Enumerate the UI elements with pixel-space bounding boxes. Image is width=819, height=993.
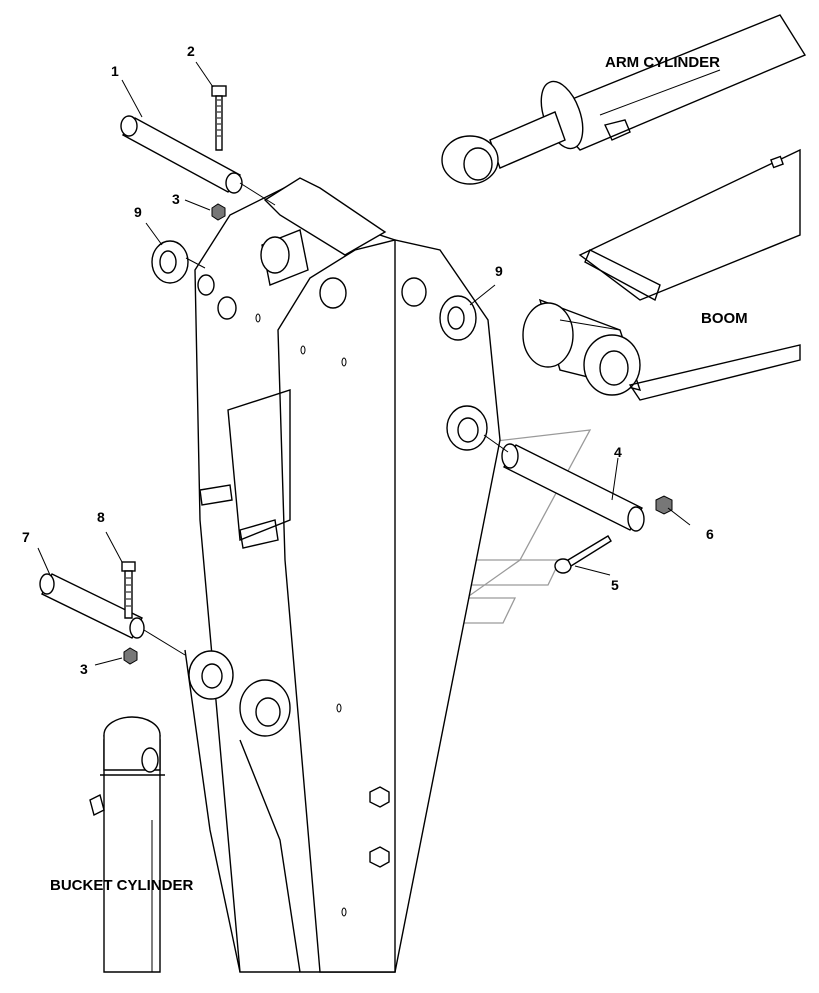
callout-6: 6 <box>706 526 714 542</box>
part-9-washer-left <box>151 240 206 284</box>
part-7-pin <box>39 573 186 656</box>
boom-label: BOOM <box>701 310 748 327</box>
text-labels: ARM CYLINDER BOOM BUCKET CYLINDER <box>50 54 748 894</box>
callout-7: 7 <box>22 529 30 545</box>
arm-structure <box>184 177 501 973</box>
leader-lines <box>37 61 691 666</box>
bucket-cylinder-assembly <box>89 716 165 973</box>
part-3-nut-lower <box>123 647 138 665</box>
callout-3-lower: 3 <box>80 661 88 677</box>
callout-5: 5 <box>611 577 619 593</box>
callout-1: 1 <box>111 63 119 79</box>
part-9-washer-right <box>439 295 477 341</box>
callout-9-right: 9 <box>495 263 503 279</box>
part-2-bolt <box>211 85 227 151</box>
arm-cylinder-assembly <box>441 14 807 185</box>
callout-3-upper: 3 <box>172 191 180 207</box>
part-1-pin <box>120 115 276 206</box>
arm-cylinder-label: ARM CYLINDER <box>605 54 720 71</box>
callout-2: 2 <box>187 43 195 59</box>
callout-numbers: 1 2 3 9 9 4 6 5 7 8 3 <box>22 43 714 677</box>
part-5-bolt <box>554 535 612 574</box>
part-3-nut-upper <box>211 203 226 221</box>
part-8-bolt <box>121 561 136 619</box>
callout-9-left: 9 <box>134 204 142 220</box>
callout-4: 4 <box>614 444 622 460</box>
boom-assembly <box>522 148 801 401</box>
part-6-nut <box>655 495 673 515</box>
bucket-cylinder-label: BUCKET CYLINDER <box>50 877 194 894</box>
part-4-pin <box>483 434 645 532</box>
callout-8: 8 <box>97 509 105 525</box>
